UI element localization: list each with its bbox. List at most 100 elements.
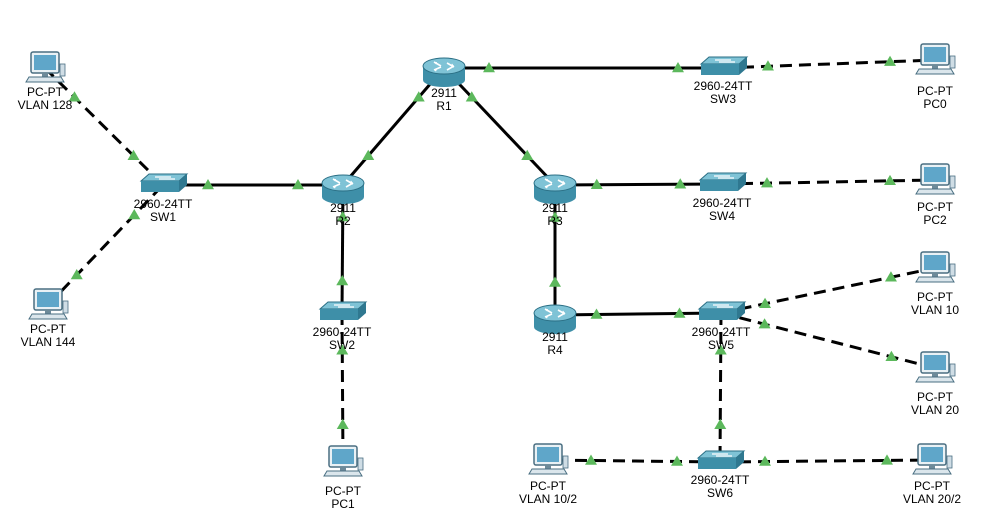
link-sw4-to-pc2[interactable]	[721, 178, 936, 186]
port-indicator-sw2	[336, 344, 349, 355]
router-r4[interactable]	[533, 304, 577, 334]
switch-icon	[697, 301, 747, 320]
port-indicator-r4	[549, 276, 561, 287]
pc-pc-vlan128[interactable]	[25, 51, 66, 83]
pc-icon	[28, 288, 69, 320]
sw4-name-label: SW4	[709, 209, 735, 223]
pc-vlan144-name-label: VLAN 144	[21, 335, 76, 349]
pc-icon	[323, 445, 364, 477]
router-r3[interactable]	[533, 174, 577, 204]
port-indicator-sw4	[760, 177, 773, 188]
port-indicator-r2	[292, 179, 304, 190]
sw3-name-label: SW3	[710, 92, 736, 106]
sw3-model-label: 2960-24TT	[694, 79, 753, 93]
pc2-name-label: PC2	[923, 213, 947, 227]
switch-sw4[interactable]	[698, 172, 748, 191]
switch-icon	[139, 173, 189, 192]
router-icon	[321, 174, 365, 204]
port-indicator-sw6	[671, 455, 683, 466]
link-r1-to-r3[interactable]	[442, 66, 557, 187]
pc-icon	[915, 251, 956, 283]
pc-pc-vlan20[interactable]	[915, 351, 956, 383]
pc1-model-label: PC-PT	[325, 484, 362, 498]
switch-sw3[interactable]	[699, 56, 749, 75]
r4-model-label: 2911	[542, 330, 568, 344]
pc-pc-vlan10[interactable]	[915, 251, 956, 283]
pc-vlan20-2-model-label: PC-PT	[914, 479, 951, 493]
port-indicator-r4	[590, 308, 603, 319]
pc-pc0[interactable]	[915, 43, 956, 75]
pc-icon	[915, 163, 956, 195]
pc0-name-label: PC0	[923, 97, 947, 111]
pc-vlan144-model-label: PC-PT	[30, 322, 67, 336]
switch-icon	[698, 172, 748, 191]
sw5-name-label: SW5	[708, 338, 734, 352]
port-indicator-pc-vlan20	[885, 350, 898, 361]
port-indicator-pc-vlan144	[70, 269, 83, 280]
pc-vlan10-model-label: PC-PT	[917, 290, 954, 304]
port-indicator-sw6	[758, 455, 771, 466]
switch-sw6[interactable]	[696, 450, 746, 469]
pc-pc-vlan144[interactable]	[28, 288, 69, 320]
link-sw5-to-pc-vlan10[interactable]	[720, 266, 936, 315]
port-indicator-sw1	[202, 179, 214, 190]
port-indicator-sw3	[672, 62, 684, 73]
pc-pc-vlan10-2[interactable]	[528, 443, 569, 475]
port-indicator-pc0	[884, 55, 897, 66]
pc2-model-label: PC-PT	[917, 200, 954, 214]
r2-name-label: R2	[335, 214, 351, 228]
port-indicator-pc-vlan10-2	[585, 454, 597, 465]
r4-name-label: R4	[547, 343, 563, 357]
pc-icon	[25, 51, 66, 83]
link-r2-to-sw2[interactable]	[340, 184, 345, 314]
router-icon	[422, 57, 466, 87]
pc-vlan128-name-label: VLAN 128	[18, 98, 73, 112]
r3-model-label: 2911	[542, 201, 568, 215]
port-indicator-sw1	[128, 209, 141, 220]
port-indicator-sw5	[759, 297, 772, 308]
link-pc-vlan128-to-sw1[interactable]	[43, 66, 165, 187]
switch-sw5[interactable]	[697, 301, 747, 320]
pc1-name-label: PC1	[331, 497, 355, 511]
port-indicator-pc2	[884, 174, 897, 186]
port-indicator-r3	[521, 149, 534, 160]
pc-pc1[interactable]	[323, 445, 364, 477]
port-indicator-pc-vlan128	[68, 91, 81, 102]
switch-icon	[699, 56, 749, 75]
pc-vlan128-model-label: PC-PT	[27, 85, 64, 99]
link-r4-to-sw5[interactable]	[554, 311, 722, 317]
pc-vlan10-2-model-label: PC-PT	[530, 479, 567, 493]
link-sw3-to-pc0[interactable]	[722, 58, 936, 70]
pc-vlan20-model-label: PC-PT	[917, 390, 954, 404]
link-pc-vlan144-to-sw1[interactable]	[46, 183, 165, 307]
router-r2[interactable]	[321, 174, 365, 204]
pc-pc-vlan20-2[interactable]	[912, 443, 953, 475]
link-sw5-to-sw6[interactable]	[718, 312, 723, 463]
link-sw6-to-pc-vlan20-2[interactable]	[719, 458, 933, 464]
switch-sw2[interactable]	[318, 301, 368, 320]
switch-sw1[interactable]	[139, 173, 189, 192]
link-sw2-to-pc1[interactable]	[340, 312, 345, 463]
sw1-name-label: SW1	[150, 210, 176, 224]
port-indicator-r1	[465, 91, 478, 102]
pc-icon	[915, 43, 956, 75]
pc-pc2[interactable]	[915, 163, 956, 195]
links-layer	[43, 58, 936, 464]
router-r1[interactable]	[422, 57, 466, 87]
port-indicator-r3	[590, 178, 603, 189]
sw6-model-label: 2960-24TT	[691, 473, 750, 487]
port-indicator-r1	[483, 62, 495, 73]
r3-name-label: R3	[547, 214, 563, 228]
port-indicator-r2	[336, 211, 349, 222]
port-indicator-sw4	[674, 178, 687, 189]
link-sw6-to-pc-vlan10-2[interactable]	[547, 458, 721, 464]
link-sw5-to-pc-vlan20[interactable]	[720, 311, 936, 370]
pc-vlan10-name-label: VLAN 10	[911, 303, 959, 317]
link-r1-to-r2[interactable]	[341, 67, 446, 186]
r1-name-label: R1	[436, 99, 452, 113]
link-r3-to-sw4[interactable]	[554, 182, 723, 187]
r2-model-label: 2911	[330, 201, 356, 215]
port-indicator-sw6	[714, 418, 727, 429]
